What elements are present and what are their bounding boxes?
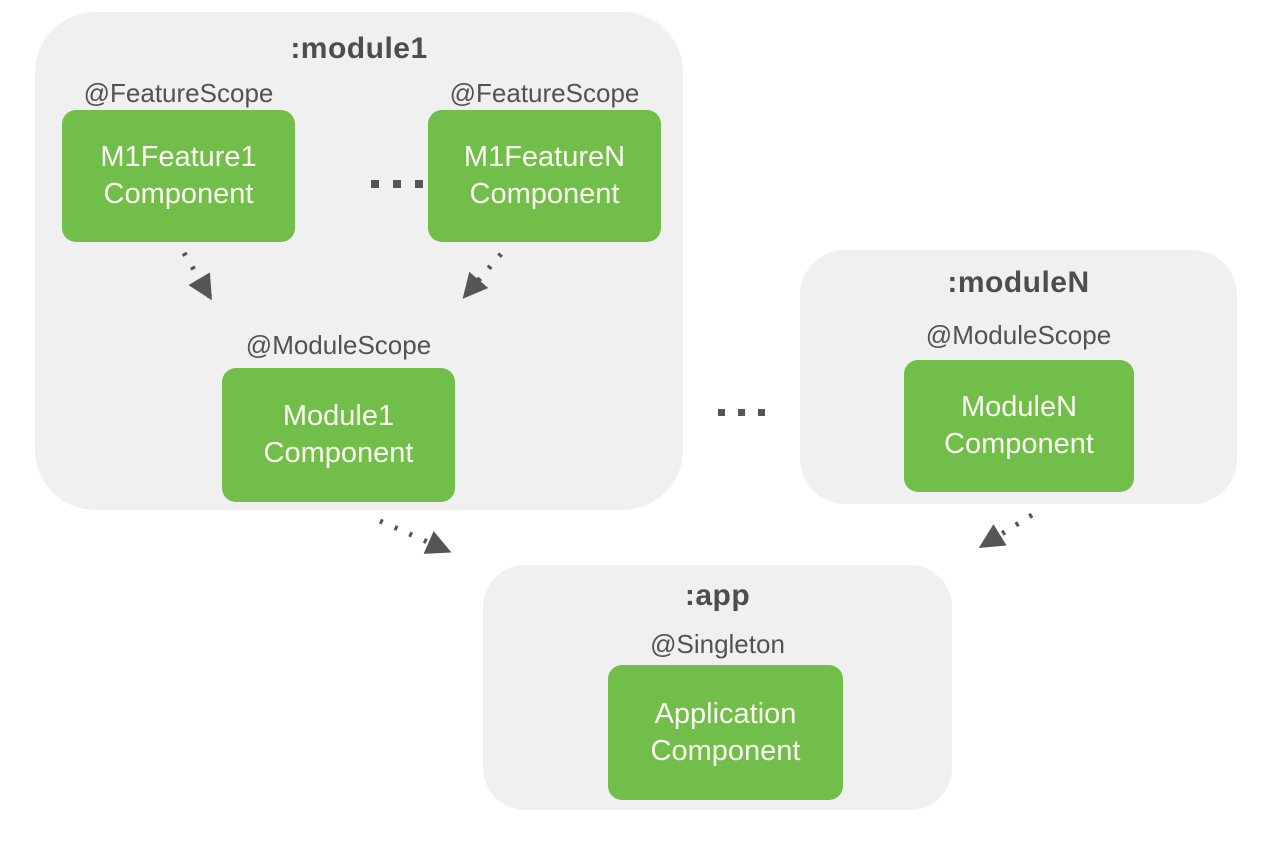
module1-title: :module1 — [290, 32, 428, 65]
m1feature1-component-line1: M1Feature1 — [100, 141, 257, 173]
arrow-modulen-to-app — [978, 512, 1034, 549]
m1featuren-component-line2: Component — [469, 178, 620, 210]
application-component-box: Application Component — [608, 665, 843, 800]
m1feature1-component-box: M1Feature1 Component — [62, 110, 295, 242]
modulen-title: :moduleN — [947, 266, 1090, 299]
feature1-scope-label: @FeatureScope — [83, 78, 274, 108]
module1-component-box: Module1 Component — [222, 368, 455, 502]
m1featuren-component-box: M1FeatureN Component — [428, 110, 661, 242]
featureN-scope-label: @FeatureScope — [449, 78, 640, 108]
module1-container: :module1 @FeatureScope @FeatureScope M1F… — [35, 12, 683, 510]
app-scope-label: @Singleton — [650, 629, 785, 659]
modulen-component-box: ModuleN Component — [904, 360, 1134, 492]
features-ellipsis-icon — [330, 180, 463, 188]
modulen-component-line1: ModuleN — [960, 391, 1078, 423]
application-component-line1: Application — [654, 697, 797, 730]
modules-ellipsis-icon — [708, 409, 774, 416]
app-container: :app @Singleton Application Component — [483, 565, 952, 810]
m1feature1-component-line2: Component — [103, 178, 254, 210]
module1-component-line2: Component — [263, 437, 414, 469]
modulen-component-line2: Component — [944, 428, 1094, 460]
modulen-container: :moduleN @ModuleScope ModuleN Component — [800, 250, 1237, 504]
module1-scope-label: @ModuleScope — [245, 330, 432, 360]
application-component-line2: Component — [650, 734, 801, 767]
module1-component-line1: Module1 — [282, 400, 395, 432]
app-title: :app — [684, 579, 751, 612]
arrow-module1-to-app — [378, 518, 452, 554]
m1featuren-component-line1: M1FeatureN — [463, 141, 626, 173]
modulen-scope-label: @ModuleScope — [925, 320, 1112, 350]
